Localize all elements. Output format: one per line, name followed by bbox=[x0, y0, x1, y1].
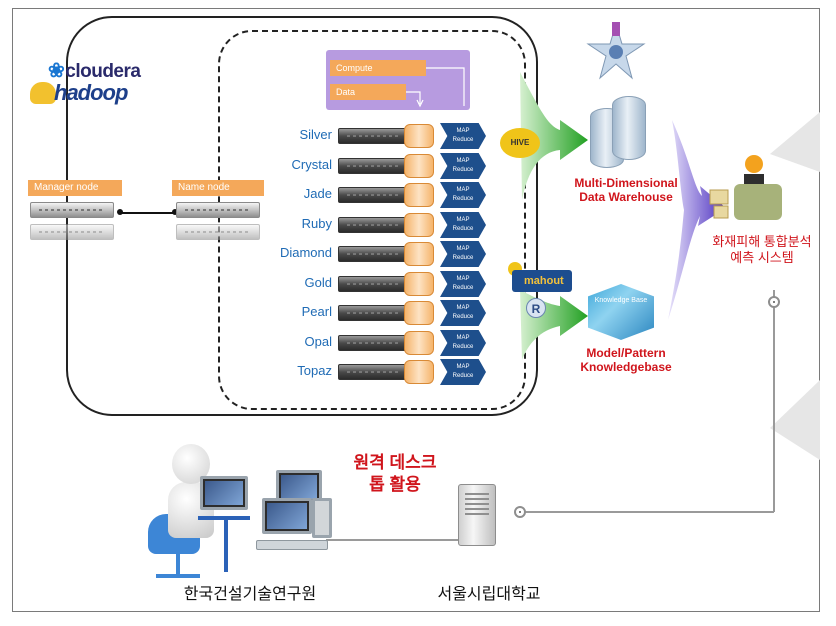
cloudera-logo-text: cloudera bbox=[65, 61, 141, 82]
name-server-icon bbox=[176, 224, 260, 240]
data-node-group-boundary bbox=[218, 30, 526, 410]
analysis-system-icon bbox=[709, 155, 782, 220]
map-label: MAP bbox=[456, 305, 470, 311]
reduce-label: Reduce bbox=[452, 137, 474, 143]
pc-tower-icon bbox=[312, 498, 332, 538]
map-reduce-badge: MAP Reduce bbox=[440, 300, 486, 326]
left-organization-label: 한국건설기술연구원 bbox=[183, 586, 317, 603]
storage-disk-icon bbox=[404, 331, 434, 355]
connector-plug-icon bbox=[514, 506, 526, 518]
reduce-label: Reduce bbox=[452, 373, 474, 379]
map-reduce-badge: MAP Reduce bbox=[440, 153, 486, 179]
reduce-label: Reduce bbox=[452, 196, 474, 202]
storage-disk-icon bbox=[404, 360, 434, 384]
manager-server-icon bbox=[30, 224, 114, 240]
data-node-name: Ruby bbox=[301, 216, 332, 231]
data-node-name: Topaz bbox=[297, 363, 332, 378]
data-node-name: Pearl bbox=[301, 304, 332, 319]
laptop-icon bbox=[200, 476, 248, 510]
reduce-label: Reduce bbox=[452, 344, 474, 350]
map-label: MAP bbox=[456, 217, 470, 223]
data-node-name: Gold bbox=[304, 275, 332, 290]
map-label: MAP bbox=[456, 335, 470, 341]
connector-plug-icon bbox=[768, 296, 780, 308]
map-reduce-badge: MAP Reduce bbox=[440, 271, 486, 297]
map-label: MAP bbox=[456, 128, 470, 134]
knowledgebase-cube-icon: Knowledge Base bbox=[588, 284, 654, 340]
storage-disk-icon bbox=[404, 272, 434, 296]
link-endpoint bbox=[172, 209, 178, 215]
map-reduce-badge: MAP Reduce bbox=[440, 212, 486, 238]
reduce-label: Reduce bbox=[452, 167, 474, 173]
compute-data-panel: Compute Data bbox=[326, 50, 470, 110]
reduce-label: Reduce bbox=[452, 285, 474, 291]
storage-disk-icon bbox=[404, 213, 434, 237]
reduce-label: Reduce bbox=[452, 314, 474, 320]
map-reduce-badge: MAP Reduce bbox=[440, 359, 486, 385]
hadoop-elephant-icon bbox=[30, 82, 56, 104]
manager-server-icon bbox=[30, 202, 114, 218]
satellite-star-icon bbox=[586, 22, 646, 80]
data-node-server-icon bbox=[338, 276, 408, 292]
map-reduce-badge: MAP Reduce bbox=[440, 182, 486, 208]
data-node-server-icon bbox=[338, 187, 408, 203]
data-node-name: Silver bbox=[299, 127, 332, 142]
manager-name-link bbox=[120, 212, 176, 214]
map-reduce-badge: MAP Reduce bbox=[440, 330, 486, 356]
map-label: MAP bbox=[456, 158, 470, 164]
name-node-label: Name node bbox=[172, 180, 264, 196]
mahout-logo: mahout bbox=[512, 270, 572, 292]
name-server-icon bbox=[176, 202, 260, 218]
chair-icon bbox=[156, 574, 200, 578]
warehouse-label: Multi-Dimensional Data Warehouse bbox=[574, 176, 678, 204]
data-node-name: Crystal bbox=[291, 157, 332, 172]
data-node-server-icon bbox=[338, 217, 408, 233]
storage-disk-icon bbox=[404, 124, 434, 148]
data-node-server-icon bbox=[338, 335, 408, 351]
storage-disk-icon bbox=[404, 154, 434, 178]
data-node-server-icon bbox=[338, 128, 408, 144]
monitor-icon bbox=[262, 498, 312, 534]
r-logo-icon: R bbox=[526, 298, 546, 318]
storage-disk-icon bbox=[404, 301, 434, 325]
data-node-name: Diamond bbox=[279, 245, 332, 260]
cloudera-mark-icon: ❀ bbox=[48, 60, 65, 82]
data-node-server-icon bbox=[338, 305, 408, 321]
desk-icon bbox=[224, 518, 228, 572]
map-reduce-badge: MAP Reduce bbox=[440, 123, 486, 149]
system-label: 화재피해 통합분석예측 시스템 bbox=[712, 234, 812, 265]
reduce-label: Reduce bbox=[452, 226, 474, 232]
link-endpoint bbox=[117, 209, 123, 215]
data-node-server-icon bbox=[338, 158, 408, 174]
storage-disk-icon bbox=[404, 242, 434, 266]
flow-arrows-icon bbox=[406, 67, 465, 108]
keyboard-icon bbox=[256, 540, 328, 550]
chair-icon bbox=[176, 552, 180, 576]
knowledgebase-label: Model/Pattern Knowledgebase bbox=[580, 346, 672, 374]
hadoop-logo: hadoop bbox=[30, 80, 146, 108]
map-label: MAP bbox=[456, 276, 470, 282]
cloudera-logo: ❀cloudera bbox=[48, 58, 141, 83]
storage-disk-icon bbox=[404, 183, 434, 207]
compute-chip: Compute bbox=[330, 60, 426, 76]
map-label: MAP bbox=[456, 364, 470, 370]
hadoop-logo-text: hadoop bbox=[54, 80, 128, 105]
university-server-icon bbox=[458, 484, 496, 546]
remote-desktop-label: 원격 데스크톱 활용 bbox=[353, 453, 437, 494]
data-chip: Data bbox=[330, 84, 406, 100]
map-reduce-badge: MAP Reduce bbox=[440, 241, 486, 267]
data-node-server-icon bbox=[338, 246, 408, 262]
data-node-server-icon bbox=[338, 364, 408, 380]
hive-logo: HIVE bbox=[500, 128, 540, 158]
map-label: MAP bbox=[456, 246, 470, 252]
manager-node-label: Manager node bbox=[28, 180, 122, 196]
reduce-label: Reduce bbox=[452, 255, 474, 261]
data-node-name: Opal bbox=[304, 334, 332, 349]
data-node-name: Jade bbox=[303, 186, 332, 201]
right-organization-label: 서울시립대학교 bbox=[437, 586, 541, 603]
map-label: MAP bbox=[456, 187, 470, 193]
